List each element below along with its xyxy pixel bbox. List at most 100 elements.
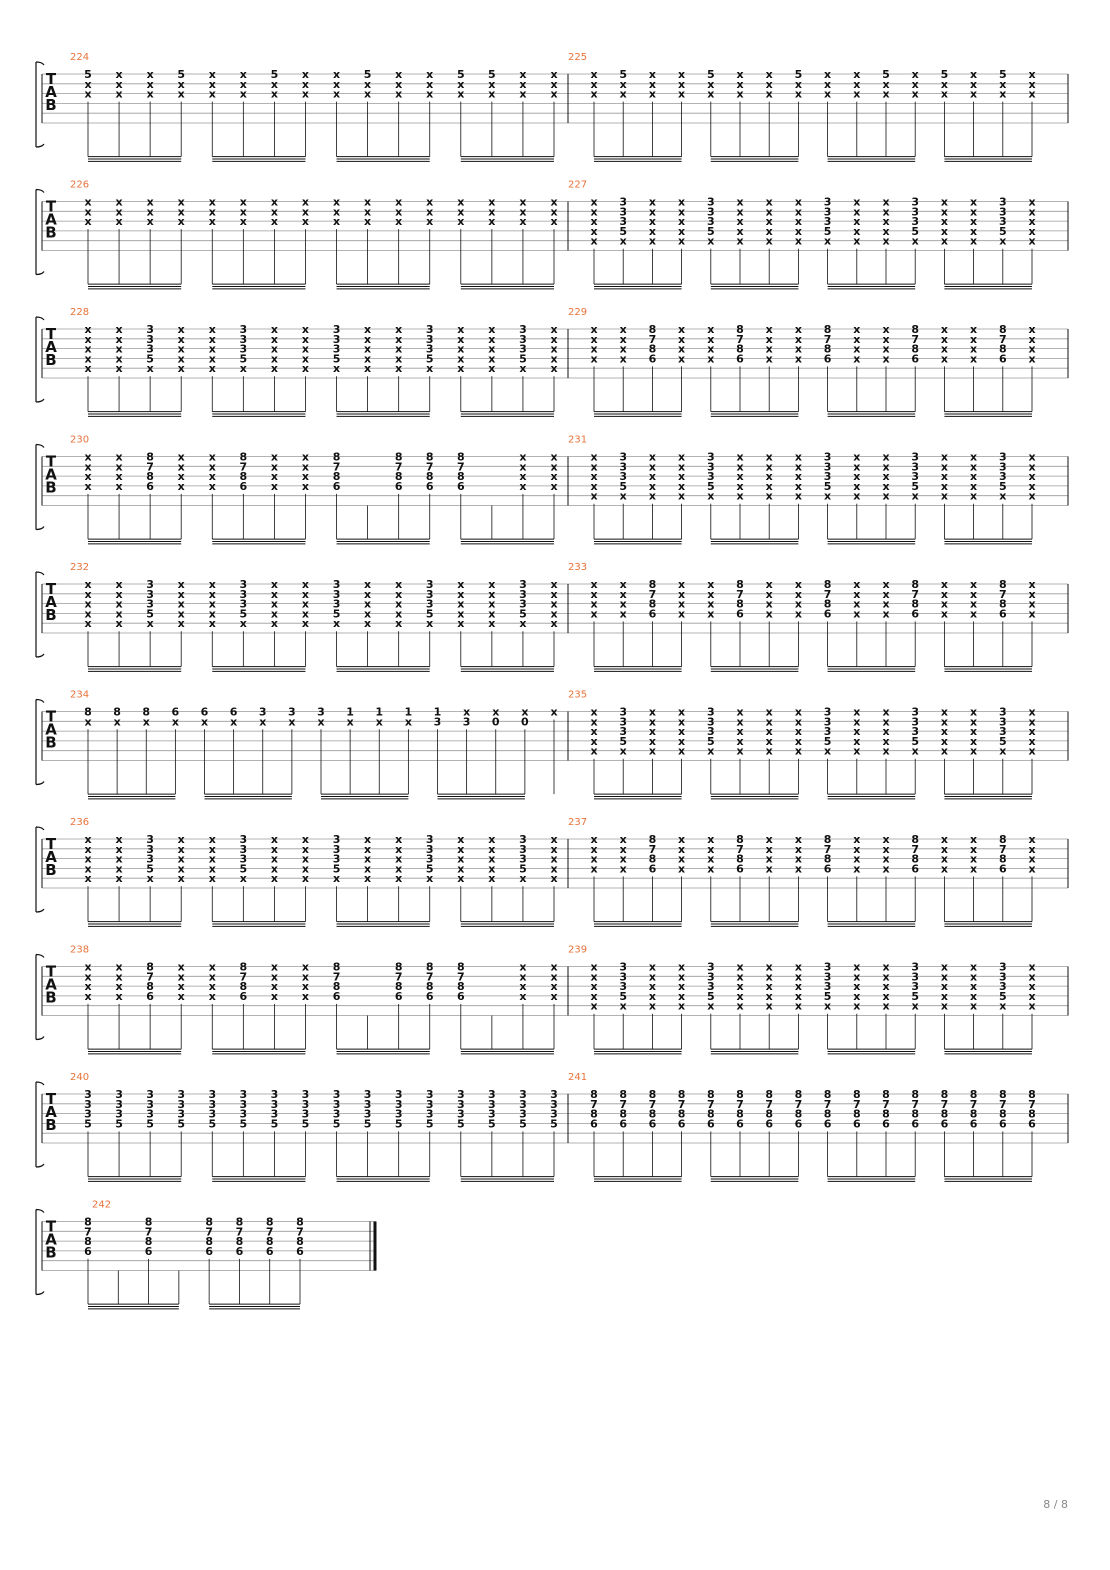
fret-number: 6 [266,1245,274,1258]
dead-note: x [178,362,185,375]
fret-number: 5 [146,607,154,620]
fret-number: 8 [266,1235,274,1248]
dead-note: x [853,588,860,601]
measure-number: 224 [70,52,89,63]
fret-number: 8 [941,1108,949,1121]
fret-number: 5 [911,735,919,748]
dead-note: x [178,205,185,218]
fret-number: 7 [795,1098,803,1111]
dead-note: x [1028,451,1035,464]
dead-note: x [941,970,948,983]
dead-note: x [209,333,216,346]
fret-number: 3 [364,1088,372,1101]
fret-number: 5 [550,1117,558,1130]
dead-note: x [707,578,714,591]
dead-note: x [147,88,154,101]
dead-note: x [882,88,889,101]
tab-clef-letter: A [45,721,57,739]
fret-number: 0 [521,715,529,728]
dead-note: x [678,235,685,248]
dead-note: x [116,88,123,101]
fret-number: 3 [177,1098,185,1111]
dead-note: x [766,68,773,81]
dead-note: x [302,78,309,91]
dead-note: x [488,853,495,866]
dead-note: x [209,215,216,228]
fret-number: 3 [333,1098,341,1111]
dead-note: x [941,735,948,748]
fret-number: 7 [999,588,1007,601]
fret-number: 8 [824,1108,832,1121]
fret-number: 8 [395,451,403,464]
dead-note: x [912,78,919,91]
fret-number: 5 [999,225,1007,238]
dead-note: x [147,68,154,81]
dead-note: x [678,480,685,493]
dead-note: x [620,745,627,758]
fret-number: 6 [736,862,744,875]
dead-note: x [970,843,977,856]
fret-number: 3 [488,1108,496,1121]
dead-note: x [620,323,627,336]
dead-note: x [178,607,185,620]
dead-note: x [853,333,860,346]
dead-note: x [853,715,860,728]
tab-clef-letter: B [45,861,56,879]
fret-number: 3 [550,1098,558,1111]
fret-number: 3 [177,1108,185,1121]
fret-number: 3 [146,853,154,866]
dead-note: x [209,843,216,856]
dead-note: x [882,451,889,464]
dead-note: x [649,490,656,503]
dead-note: x [941,578,948,591]
fret-number: 3 [426,833,434,846]
dead-note: x [678,323,685,336]
dead-note: x [970,205,977,218]
fret-number: 5 [999,68,1007,81]
dead-note: x [1028,990,1035,1003]
dead-note: x [116,872,123,885]
dead-note: x [302,470,309,483]
fret-number: 6 [824,352,832,365]
dead-note: x [766,578,773,591]
dead-note: x [941,490,948,503]
dead-note: x [240,205,247,218]
tab-clef-letter: B [45,351,56,369]
dead-note: x [1028,215,1035,228]
dead-note: x [678,88,685,101]
dead-note: x [736,745,743,758]
dead-note: x [271,980,278,993]
fret-number: 8 [824,323,832,336]
fret-number: 5 [619,990,627,1003]
fret-number: 3 [457,1088,465,1101]
dead-note: x [147,78,154,91]
dead-note: x [492,706,499,719]
dead-note: x [519,872,526,885]
fret-number: 5 [457,68,465,81]
dead-note: x [649,451,656,464]
fret-number: 5 [240,352,248,365]
fret-number: 5 [707,480,715,493]
dead-note: x [209,990,216,1003]
dead-note: x [882,235,889,248]
dead-note: x [795,961,802,974]
dead-note: x [649,735,656,748]
fret-number: 6 [333,990,341,1003]
system-brace [35,698,45,786]
fret-number: 6 [999,862,1007,875]
fret-number: 5 [911,225,919,238]
fret-number: 8 [142,706,150,719]
dead-note: x [116,990,123,1003]
dead-note: x [116,961,123,974]
fret-number: 7 [736,588,744,601]
dead-note: x [736,225,743,238]
dead-note: x [678,578,685,591]
fret-number: 3 [146,1088,154,1101]
dead-note: x [795,715,802,728]
dead-note: x [84,333,91,346]
dead-note: x [590,460,597,473]
fret-number: 6 [999,1117,1007,1130]
dead-note: x [941,862,948,875]
dead-note: x [941,706,948,719]
fret-number: 5 [426,352,434,365]
